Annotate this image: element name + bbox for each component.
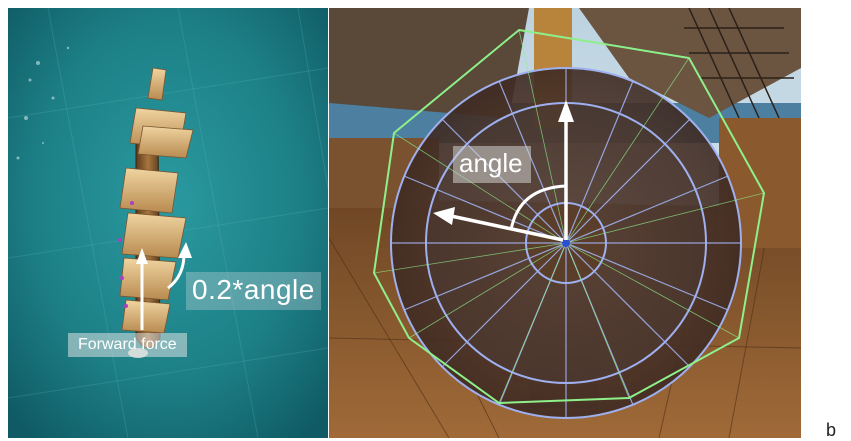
sail-right xyxy=(579,8,801,118)
whitecaps xyxy=(16,46,70,160)
angle-arc xyxy=(509,184,567,231)
ocean-scene xyxy=(8,8,328,438)
wheel-scene xyxy=(329,8,801,438)
forward-force-arrow xyxy=(136,248,148,330)
wheel-direction-arrow xyxy=(433,207,564,242)
rigging xyxy=(684,8,794,119)
angle-label: angle xyxy=(453,146,531,183)
ship-flags xyxy=(118,201,134,308)
turn-rate-label: 0.2*angle xyxy=(186,272,321,310)
ship-wheel-view: angle xyxy=(329,8,801,438)
panel-tag: b xyxy=(826,420,837,440)
turn-arrow xyxy=(167,242,192,290)
ocean-grid xyxy=(8,8,328,438)
ship-ocean-view: 0.2*angle Forward force xyxy=(8,8,328,438)
collider-wireframe xyxy=(372,28,766,405)
wheel-hub xyxy=(562,239,570,247)
forward-force-label: Forward force xyxy=(68,333,187,357)
up-axis-arrow xyxy=(558,100,574,240)
